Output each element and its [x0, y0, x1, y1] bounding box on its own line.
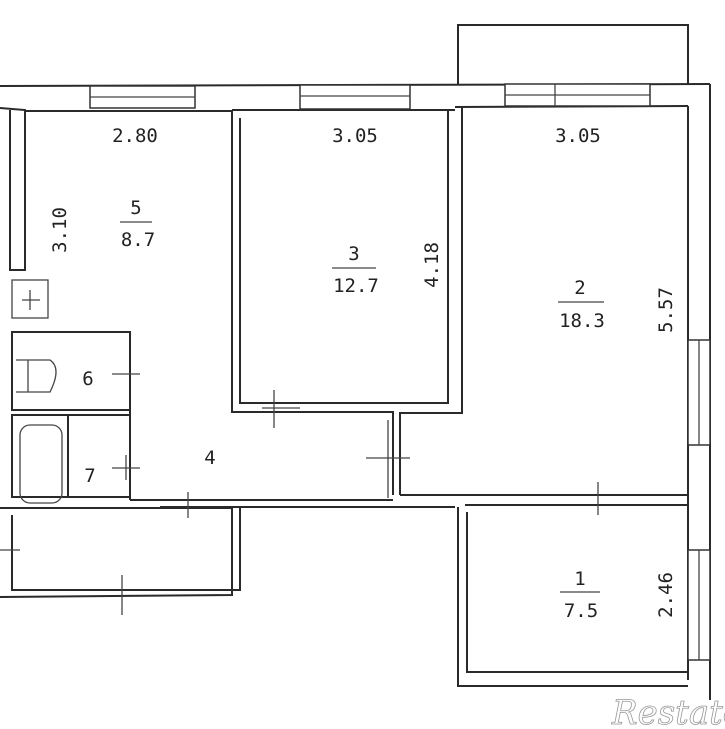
- room-1-number: 1: [574, 568, 585, 590]
- room-5-width: 2.80: [112, 125, 158, 147]
- room-1-length: 2.46: [655, 572, 677, 618]
- walls: [0, 24, 711, 700]
- room-3-length: 4.18: [421, 242, 443, 288]
- room-5-number: 5: [130, 197, 141, 219]
- watermark: Restate: [611, 693, 725, 729]
- room-2-length: 5.57: [655, 287, 677, 333]
- room-2-width: 3.05: [555, 125, 601, 147]
- room-2-area: 18.3: [559, 310, 605, 332]
- room-5-area: 8.7: [121, 229, 155, 251]
- room-3-number: 3: [348, 243, 359, 265]
- room-4-number: 4: [204, 447, 215, 469]
- room-2-number: 2: [574, 277, 585, 299]
- room-3-area: 12.7: [333, 275, 379, 297]
- room-7-number: 7: [84, 465, 95, 487]
- room-1-area: 7.5: [564, 600, 598, 622]
- door-marks: [0, 373, 599, 615]
- room-5-length: 3.10: [49, 207, 71, 253]
- room-6-number: 6: [82, 368, 93, 390]
- windows: [89, 83, 711, 661]
- room-labels: 2.80 3.05 3.05 5 8.7 3.10 3 12.7 4.18 2 …: [49, 125, 677, 622]
- room-3-width: 3.05: [332, 125, 378, 147]
